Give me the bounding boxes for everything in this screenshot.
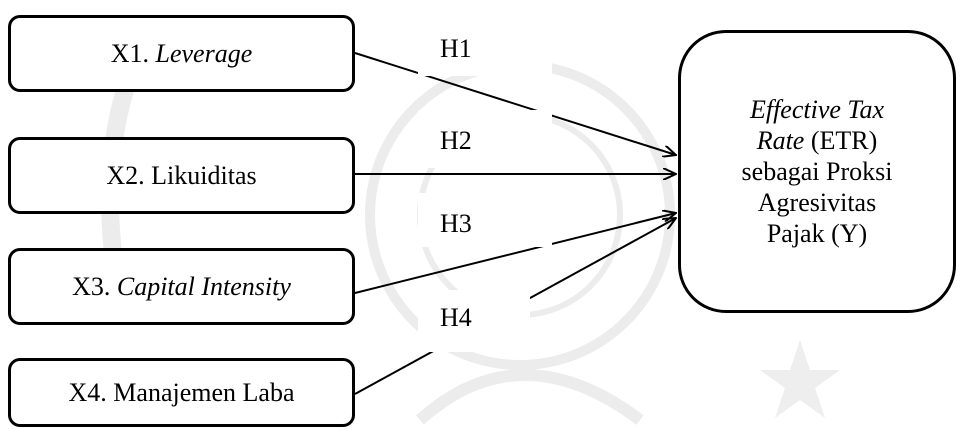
dependent-variable-box: Effective Tax Rate (ETR) sebagai Proksi … [678, 30, 956, 313]
dependent-line-2-rest: (ETR) [804, 125, 878, 155]
hypothesis-label-h2: H2 [418, 110, 552, 168]
dependent-line-3: sebagai Proksi [741, 156, 893, 186]
hypothesis-label-h1: H1 [418, 20, 552, 76]
dependent-line-4: Agresivitas [757, 188, 877, 218]
variable-name-x1: Leverage [155, 38, 253, 68]
dependent-line-1: Effective Tax [749, 94, 885, 124]
variable-name-x4: Manajemen Laba [113, 377, 295, 407]
variable-name-x3: Capital Intensity [116, 271, 291, 301]
variable-box-x3: X3. Capital Intensity [8, 248, 355, 325]
variable-box-x4: X4. Manajemen Laba [8, 358, 355, 427]
variable-box-x1: X1. Leverage [8, 15, 355, 92]
variable-prefix-x1: X1. [110, 38, 156, 68]
variable-prefix-x4: X4. [68, 377, 114, 407]
dependent-line-2-italic: Rate [756, 125, 805, 155]
variable-box-x2: X2. Likuiditas [8, 137, 355, 214]
variable-prefix-x2: X2. [106, 160, 152, 190]
variable-name-x2: Likuiditas [151, 160, 257, 190]
dependent-line-2: Rate (ETR) [757, 125, 878, 156]
hypothesis-label-h3: H3 [418, 193, 552, 247]
dependent-line-5: Pajak (Y) [766, 219, 868, 249]
variable-prefix-x3: X3. [72, 271, 117, 301]
hypothesis-label-h4: H4 [418, 290, 530, 352]
